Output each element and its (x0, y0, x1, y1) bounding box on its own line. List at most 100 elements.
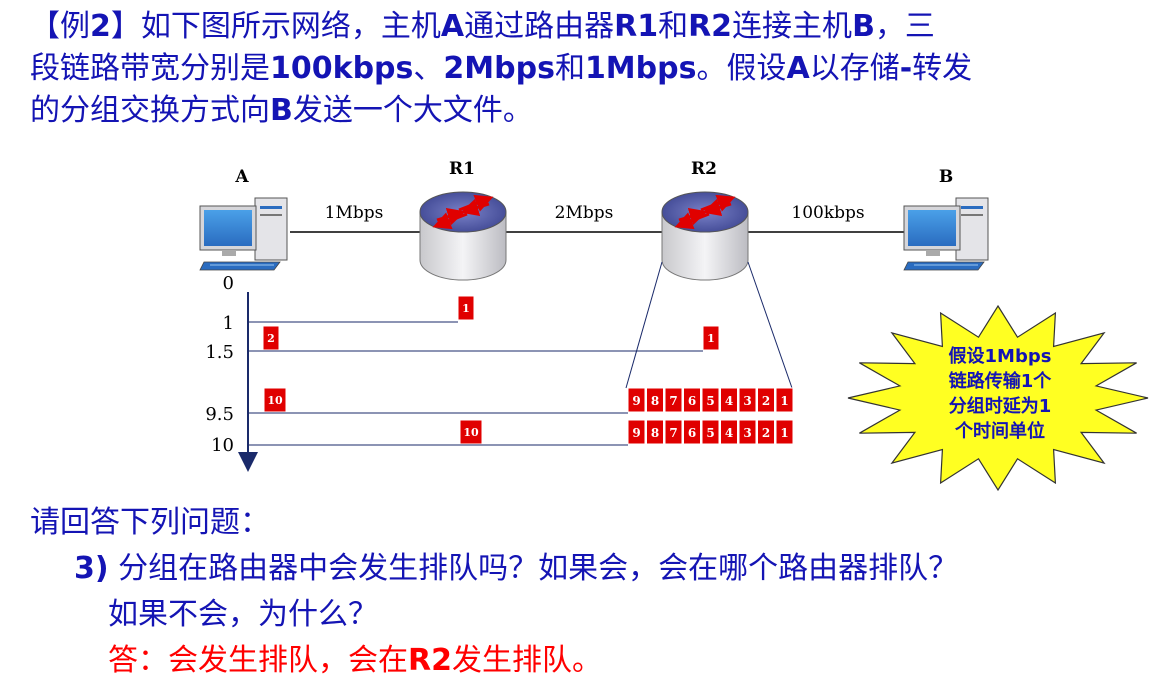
text-run: 1 (1020, 371, 1034, 392)
questions-intro: 请回答下列问题： (30, 505, 270, 540)
host-a-computer-icon (199, 197, 288, 271)
queue-packet: 1 (775, 419, 794, 445)
text-run: 链路传输 (948, 371, 1021, 392)
text-run: 通过路由器 (464, 9, 615, 44)
svg-text:5: 5 (706, 394, 714, 408)
host-b-computer-icon (903, 197, 989, 271)
router-r2-icon (661, 191, 749, 281)
queue-packet: 3 (738, 387, 757, 413)
router-r1-icon (419, 191, 507, 281)
time-lines (248, 321, 703, 446)
text-run: 以存储 (809, 51, 900, 86)
question-3-number: 3) (74, 551, 109, 586)
queue-packet: 9 (627, 387, 646, 413)
svg-text:4: 4 (725, 426, 733, 440)
packet-a-time-9-5: 10 (263, 387, 287, 413)
text-run: - (899, 51, 913, 86)
text-run: 假设 (948, 346, 985, 367)
queue-packet: 3 (738, 419, 757, 445)
packet-r1-time-1: 1 (457, 295, 475, 321)
svg-text:6: 6 (688, 394, 696, 408)
text-run: 答：会发生排队，会在 (108, 643, 408, 678)
time-labels: 0 1 1.5 9.5 10 (205, 273, 234, 456)
time-label-10: 10 (211, 435, 234, 456)
svg-text:2: 2 (762, 394, 770, 408)
time-label-9-5: 9.5 (205, 404, 234, 425)
queue-packet: 6 (683, 387, 701, 413)
text-run: ，三 (874, 9, 935, 44)
text-run: 发生排队。 (451, 643, 602, 678)
svg-text:3: 3 (743, 426, 751, 440)
text-run: 的分组交换方式向 (30, 93, 270, 128)
svg-text:1: 1 (462, 302, 470, 315)
time-label-0: 0 (223, 273, 234, 294)
text-run: 2Mbps (443, 51, 555, 86)
queue-packet: 9 (627, 419, 646, 445)
answer-text: 答：会发生排队，会在R2发生排队。 (30, 638, 1160, 684)
svg-text:4: 4 (725, 394, 733, 408)
text-run: 和 (658, 9, 689, 44)
queue-packet: 4 (720, 419, 738, 445)
queue-packet: 7 (664, 419, 683, 445)
note-line-2: 链路传输1个 (920, 369, 1080, 394)
svg-text:1: 1 (707, 332, 715, 345)
queue-packet: 1 (775, 387, 794, 413)
svg-text:7: 7 (669, 426, 677, 440)
r2-zoom-lines (625, 261, 793, 389)
text-run: 段链路带宽分别是 (30, 51, 270, 86)
text-run: 个 (1033, 371, 1052, 392)
questions-section: 请回答下列问题： 3) 分组在路由器中会发生排队吗？如果会，会在哪个路由器排队？… (30, 500, 1160, 684)
text-run: 【例 (30, 9, 90, 44)
question-3-text: 分组在路由器中会发生排队吗？如果会，会在哪个路由器排队？ (108, 551, 959, 586)
queue-packet: 6 (683, 419, 701, 445)
text-run: 2 (90, 9, 111, 44)
text-run: R1 (614, 9, 659, 44)
queue-packet: 5 (701, 419, 720, 445)
svg-text:1: 1 (780, 394, 788, 408)
time-label-1-5: 1.5 (205, 342, 234, 363)
host-b-label: B (939, 167, 953, 187)
text-run: 发送一个大文件。 (292, 93, 533, 128)
text-run: 1 (1038, 396, 1052, 417)
text-run: R2 (688, 9, 733, 44)
host-a-label: A (234, 167, 249, 187)
svg-text:10: 10 (267, 394, 283, 407)
svg-text:9: 9 (632, 394, 640, 408)
svg-text:8: 8 (651, 426, 659, 440)
text-run: 转发 (912, 51, 973, 86)
problem-line-3: 的分组交换方式向B发送一个大文件。 (30, 90, 1150, 132)
text-run: B (852, 9, 875, 44)
text-run: 和 (554, 51, 585, 86)
queue-packet: 7 (664, 387, 683, 413)
note-line-4: 个时间单位 (920, 419, 1080, 444)
queue-packet: 8 (646, 387, 664, 413)
problem-statement: 【例2】如下图所示网络，主机A通过路由器R1和R2连接主机B，三 段链路带宽分别… (30, 6, 1150, 132)
svg-text:10: 10 (463, 426, 479, 439)
router-r2-label: R2 (691, 159, 717, 179)
time-label-1: 1 (223, 313, 234, 334)
svg-text:8: 8 (651, 394, 659, 408)
svg-text:9: 9 (632, 426, 640, 440)
queue-packet: 5 (701, 387, 720, 413)
text-run: 个时间单位 (955, 421, 1045, 442)
queue-packet: 2 (757, 419, 775, 445)
question-3-line-1: 3) 分组在路由器中会发生排队吗？如果会，会在哪个路由器排队？ (30, 546, 1160, 592)
note-text: 假设1Mbps 链路传输1个 分组时延为1 个时间单位 (920, 344, 1080, 444)
problem-line-2: 段链路带宽分别是100kbps、2Mbps和1Mbps。假设A以存储-转发 (30, 48, 1150, 90)
text-run: 1Mbps (984, 346, 1052, 367)
text-run: 100kbps (270, 51, 414, 86)
note-starburst (847, 304, 1149, 492)
text-run: B (270, 93, 293, 128)
text-run: 】如下图所示网络，主机 (110, 9, 441, 44)
link-r2-b-bandwidth: 100kbps (791, 203, 864, 223)
queue-packet: 4 (720, 387, 738, 413)
text-run: 分组时延为 (948, 396, 1039, 417)
link-r1-r2-bandwidth: 2Mbps (555, 203, 614, 223)
text-run: 连接主机 (732, 9, 853, 44)
packet-a-time-1-5: 2 (262, 325, 280, 351)
text-run: 。假设 (696, 51, 787, 86)
text-run: A (786, 51, 810, 86)
